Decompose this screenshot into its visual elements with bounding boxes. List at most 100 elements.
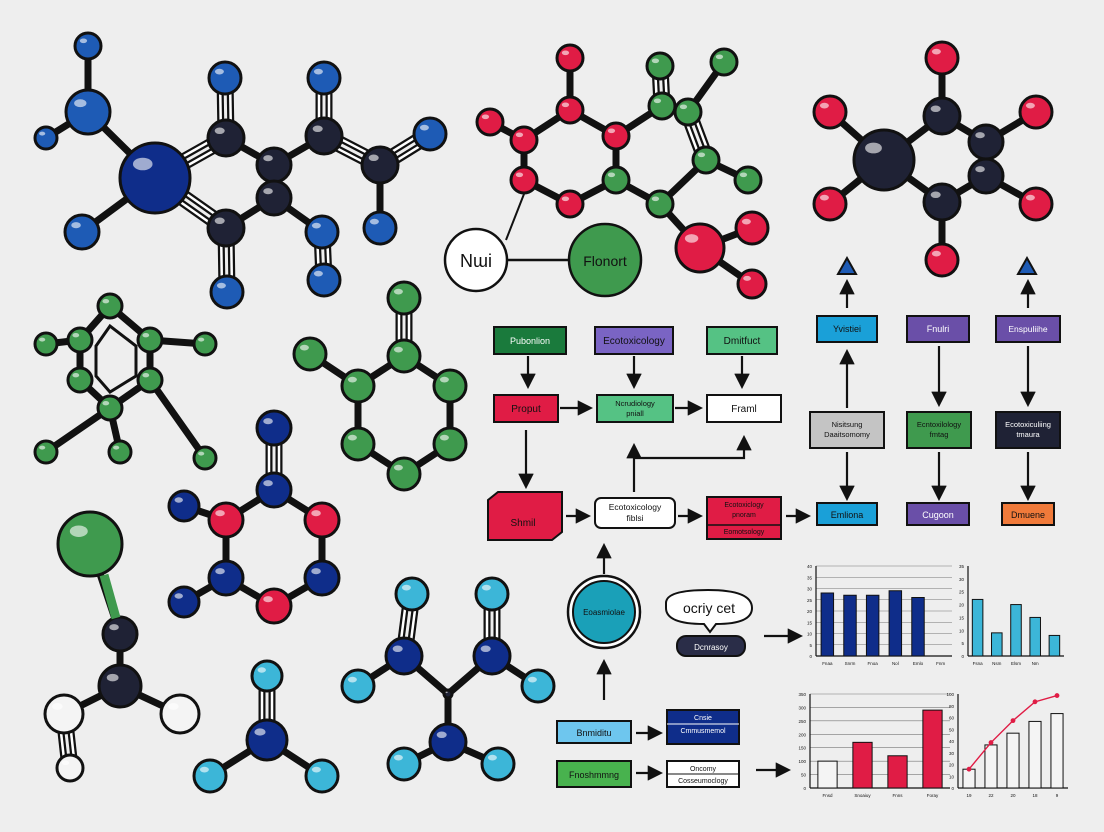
box-mid-1: Proput (493, 394, 559, 423)
atom-highlight (1025, 102, 1035, 109)
atom (96, 394, 124, 422)
atom (412, 116, 448, 152)
chart-4-x-tick: 20 (1010, 793, 1016, 798)
atom (167, 585, 201, 619)
atom-highlight (257, 667, 266, 673)
chart-3-y-tick: 50 (801, 773, 807, 778)
chart-4-point (1032, 699, 1038, 705)
atom-highlight (561, 50, 570, 56)
chart-4-bar (1028, 720, 1042, 789)
chart-1-x-tick: Nol (892, 661, 899, 666)
chart-1-x-tick: Snrm (845, 661, 856, 666)
atom (306, 60, 342, 96)
atom-highlight (865, 142, 882, 154)
atom-highlight (263, 188, 273, 195)
chart-4-y-tick: 80 (949, 704, 955, 709)
atom (250, 659, 284, 693)
atom (340, 668, 376, 704)
box-top-3-label: Dmitfuct (724, 336, 761, 347)
atom-highlight (480, 645, 491, 653)
atom (509, 125, 539, 155)
atom-highlight (142, 373, 150, 378)
box-right-top-3: Enspuliihe (995, 315, 1061, 343)
atom-highlight (527, 676, 537, 683)
atom-highlight (819, 102, 829, 109)
chart-4-bar (962, 768, 976, 789)
atom (245, 718, 289, 762)
atom-highlight (515, 132, 524, 138)
box-right-top-1-label: Yvistiei (833, 324, 861, 334)
atom (645, 51, 675, 81)
atom-highlight (142, 333, 150, 338)
atom-highlight (931, 250, 941, 257)
chart-4-bar (984, 744, 998, 789)
atom-highlight (393, 464, 403, 471)
chart-4-y-tick: 10 (949, 774, 955, 779)
atom-highlight (61, 760, 70, 766)
atom (601, 121, 631, 151)
atom (255, 146, 293, 184)
atom (56, 510, 124, 578)
atom (66, 326, 94, 354)
box-low-2-line2: fiblsi (626, 513, 643, 523)
atom-highlight (198, 337, 205, 342)
chart-1-x-tick: Fnm (936, 661, 945, 666)
atom (1018, 186, 1054, 222)
atom (360, 145, 400, 185)
atom (304, 758, 340, 794)
box-top-1-label: Pubonlion (510, 336, 550, 346)
box-low-3-line2: pnoram (732, 512, 756, 519)
box-right-mid-1-line1: Nisitsung (832, 420, 863, 429)
atom (340, 426, 376, 462)
chart-2-y-tick: 30 (959, 577, 965, 582)
atom-highlight (313, 270, 323, 277)
node-circle-left-label: Nɯi (460, 251, 492, 271)
atom-highlight (313, 68, 323, 75)
atom (812, 94, 848, 130)
box-right-mid-2-line1: Ecntoxilology (917, 420, 961, 429)
atom-highlight (439, 376, 449, 383)
box-bottom-left-1: Bnmiditu (556, 720, 632, 744)
box-top-1: Pubonlion (493, 326, 567, 355)
atom (852, 128, 916, 192)
box-low-1: Shmil (487, 491, 563, 541)
atom (255, 587, 293, 625)
atom-highlight (174, 497, 183, 503)
atom-highlight (743, 275, 752, 281)
atom-highlight (198, 451, 205, 456)
chart-1-y-tick: 35 (807, 575, 813, 580)
box-bottom-left-2-label: Fnoshmmng (569, 770, 619, 780)
atom-highlight (113, 445, 120, 450)
atom (96, 292, 124, 320)
atom (192, 331, 218, 357)
chart-2-y-tick: 25 (959, 590, 965, 595)
atom (428, 722, 468, 762)
atom-highlight (263, 155, 273, 162)
chart-4-point (988, 740, 994, 745)
chart-4-point (1010, 718, 1016, 724)
box-right-mid-3-line2: tmaura (1016, 430, 1040, 439)
chart-2-y-tick: 35 (959, 564, 965, 569)
atom (167, 489, 201, 523)
atom (555, 189, 585, 219)
atom-highlight (311, 222, 321, 229)
atom-highlight (199, 766, 209, 773)
chart-2-bar (991, 632, 1003, 657)
atom (924, 40, 960, 76)
atom (480, 746, 516, 782)
chart-1-x-tick: Fnaa (822, 661, 833, 666)
chart-2-bar (1010, 604, 1022, 657)
process-circle-label: Eoasmiolae (583, 608, 625, 617)
bond (146, 376, 209, 462)
atom (207, 60, 243, 96)
chart-3-bar (817, 760, 838, 789)
box-right-low-1: Emliona (816, 502, 878, 526)
speech-tag: Dcnrasoy (676, 635, 746, 657)
